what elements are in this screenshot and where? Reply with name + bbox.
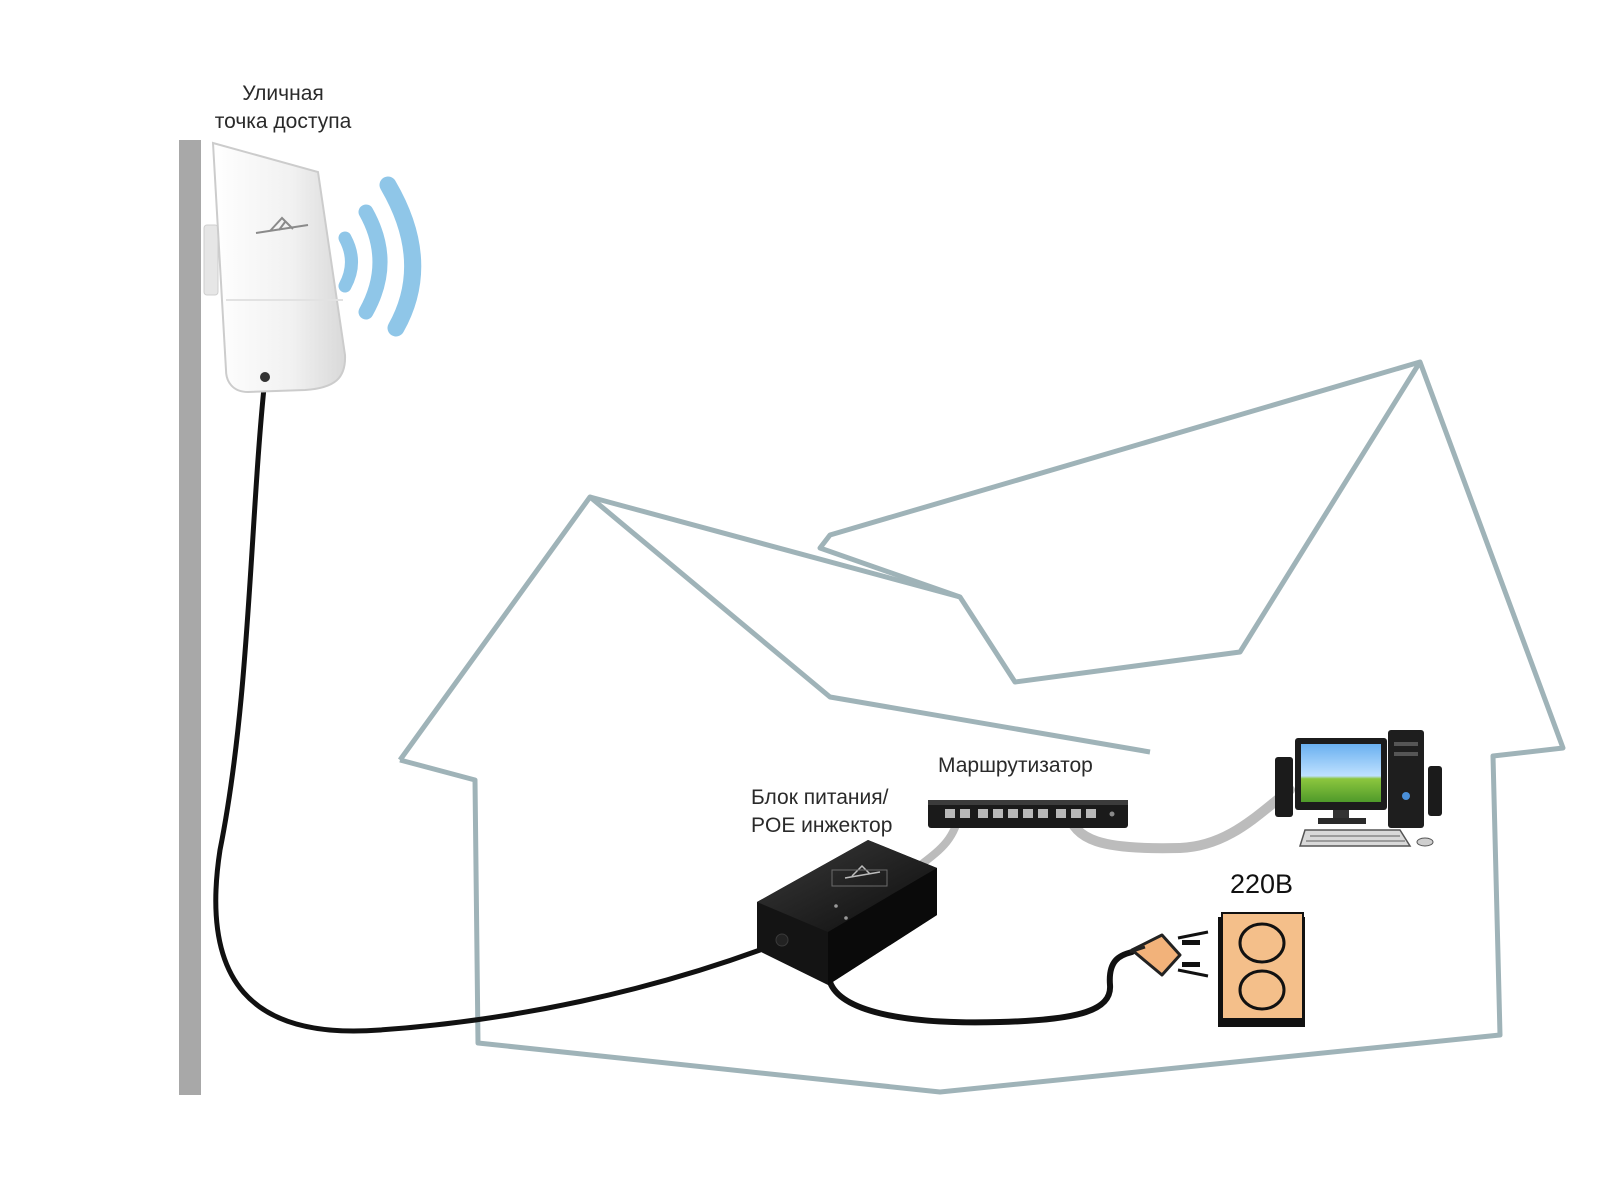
access-point-label-line2: точка доступа	[214, 110, 352, 133]
access-point-label: Уличная точка доступа	[203, 80, 363, 136]
access-point-label-line1: Уличная	[242, 82, 324, 105]
power-plug-icon	[1129, 930, 1209, 978]
house-front-wall	[397, 494, 1151, 762]
house-front-left-wall	[399, 359, 1566, 1095]
desktop-computer-icon	[1275, 730, 1442, 847]
injector-label-line1: Блок питания/	[751, 786, 889, 809]
injector-logo-icon	[844, 864, 881, 879]
power-socket-icon	[1218, 912, 1305, 1027]
router-icon	[928, 800, 1128, 828]
house-outline	[397, 359, 1566, 1095]
voltage-label: 220В	[1230, 869, 1294, 899]
poe-injector-icon	[757, 840, 937, 985]
mounting-pole	[179, 140, 201, 1095]
injector-label: Блок питания/ POE инжектор	[751, 784, 892, 840]
power-cable	[827, 949, 1135, 1026]
wifi-signal-icon	[338, 176, 422, 337]
house-inner-roof	[589, 494, 961, 600]
ubiquiti-logo-icon	[255, 216, 309, 234]
ethernet-cable-to-access-point	[213, 375, 763, 1034]
outdoor-access-point-icon	[203, 141, 347, 394]
injector-label-line2: POE инжектор	[751, 814, 893, 837]
router-label: Маршрутизатор	[938, 754, 1093, 777]
ethernet-cable-router-to-computer	[1063, 785, 1295, 854]
